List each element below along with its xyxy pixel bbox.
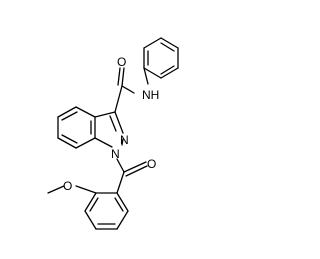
molecule-drawing: NH O N N O O — [47, 37, 179, 230]
o-methyl-bond — [47, 185, 65, 194]
methoxyphenyl-ring — [84, 192, 129, 230]
amide-o-label: O — [117, 55, 126, 69]
amide-co-bond — [121, 67, 125, 87]
ketone-co-bond — [123, 161, 147, 173]
nh-phenyl-bond — [143, 67, 149, 85]
c3-carbonyl-bond — [114, 85, 123, 113]
amide-nh-label: NH — [142, 88, 159, 102]
phenyl-ring — [143, 37, 179, 79]
ring-n1-label: N — [111, 147, 120, 161]
aryl-o-bond — [75, 185, 97, 194]
pyrazole-ring — [94, 111, 124, 148]
ring-n2-label: N — [120, 133, 129, 147]
ketone-o-label: O — [147, 157, 156, 171]
benzo-ring — [57, 106, 96, 149]
acyl-aryl-bond — [116, 171, 125, 194]
c-nh-bond — [121, 85, 135, 94]
amide-co-double — [117, 67, 121, 86]
n1-acyl-bond — [116, 158, 125, 173]
chemical-structure: NH O N N O O — [47, 37, 179, 230]
ether-o-label: O — [63, 179, 72, 193]
ketone-co-double — [125, 165, 148, 177]
